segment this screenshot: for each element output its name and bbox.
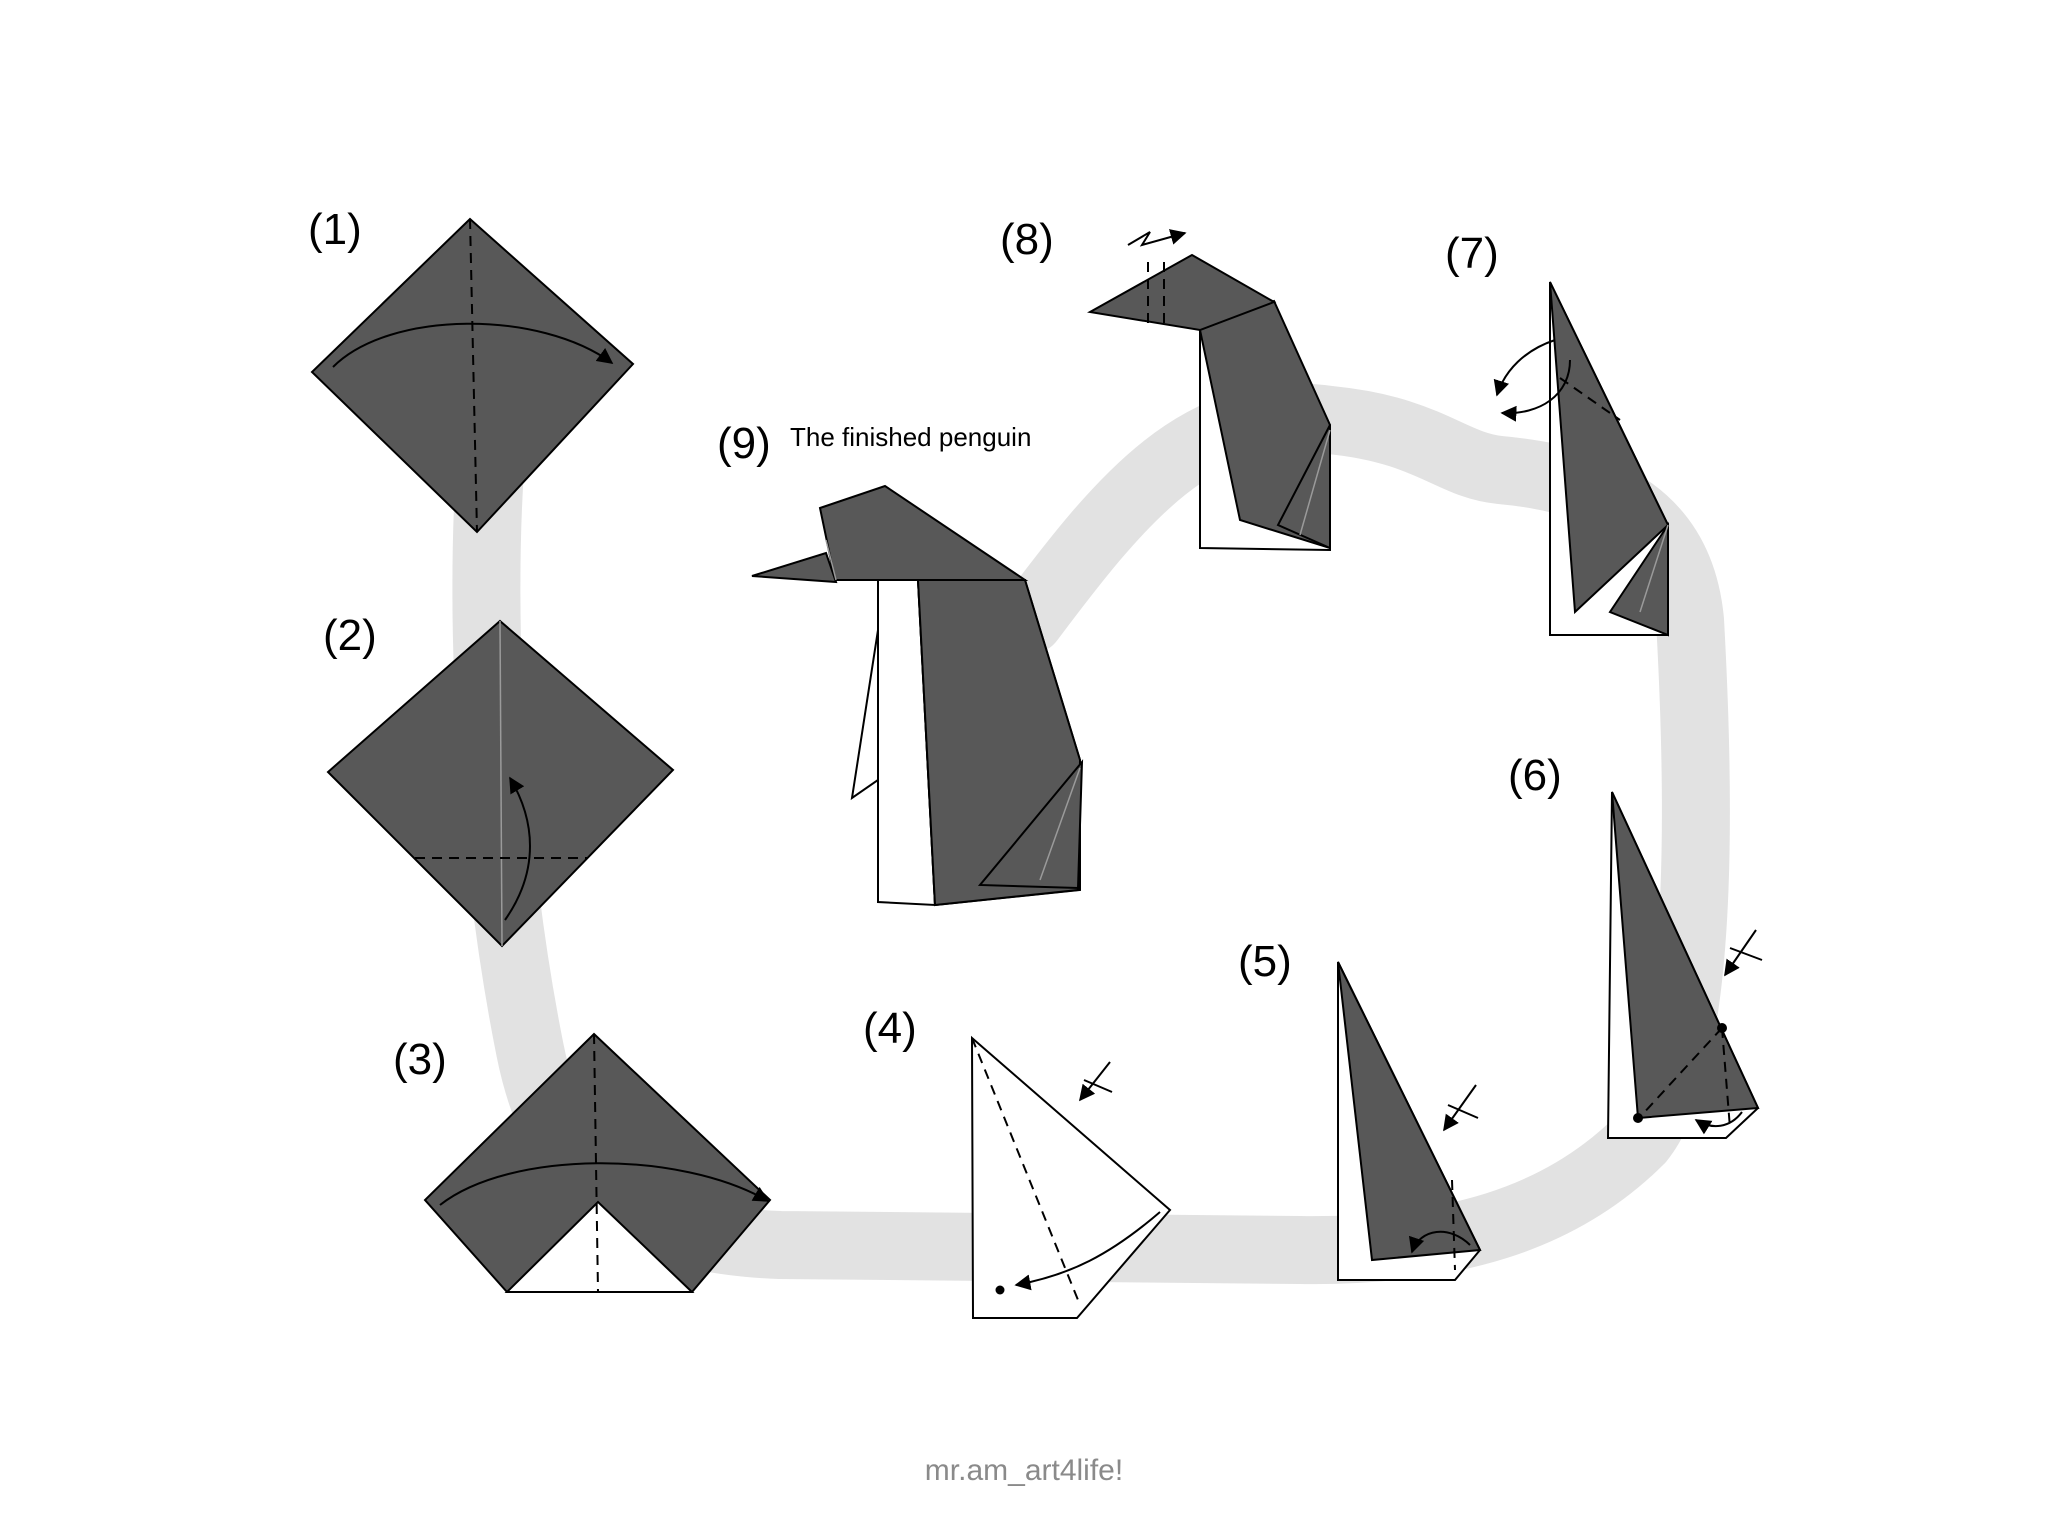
credit-text: mr.am_art4life! <box>925 1454 1123 1487</box>
step-4-fold-line <box>971 1037 1079 1301</box>
step-3: (3) <box>393 1032 772 1293</box>
step-9-label: (9) <box>717 419 771 468</box>
penguin-beak <box>751 551 838 584</box>
step-3-inner-flap <box>504 1200 695 1293</box>
step-7-fold-line <box>1559 377 1621 421</box>
penguin-foot <box>977 759 1084 890</box>
step-1-label: (1) <box>308 205 362 254</box>
penguin-head-crease <box>825 539 837 581</box>
step-5-label: (5) <box>1238 937 1292 986</box>
step-4-shape <box>970 1035 1172 1319</box>
step-2-fold-arrow <box>504 776 531 921</box>
step-9: (9) The finished penguin <box>717 419 1084 907</box>
step-6-front <box>1611 791 1760 1120</box>
penguin-head <box>818 484 1029 581</box>
step-6-flip-icon <box>1724 929 1763 977</box>
step-5-flip-icon <box>1443 1084 1479 1132</box>
step-3-fold-line <box>593 1033 599 1293</box>
step-8: (8) <box>1000 215 1331 552</box>
penguin-foot-crease <box>1039 767 1081 881</box>
step-8-foot <box>1276 424 1331 550</box>
step-7-front <box>1549 281 1670 615</box>
step-5: (5) <box>1238 937 1482 1281</box>
step-3-label: (3) <box>393 1035 447 1084</box>
step-8-label: (8) <box>1000 215 1054 264</box>
step-8-pleat-arrow <box>1127 229 1187 247</box>
penguin-left-flipper <box>850 629 879 801</box>
step-1-fold-line <box>469 218 478 533</box>
step-8-crease <box>1299 429 1331 536</box>
step-4-flip-icon <box>1079 1061 1113 1102</box>
step-3-fold-arrow <box>439 1162 770 1206</box>
step-6-fold-line-a <box>1639 1027 1723 1118</box>
step-6-dot-top <box>1717 1023 1727 1033</box>
step-5-fold-arrow <box>1408 1230 1471 1254</box>
step-4-label: (4) <box>863 1004 917 1053</box>
step-6-fold-arrow <box>1694 1111 1743 1135</box>
step-7-fold-arrow-a <box>1493 339 1556 397</box>
step-7: (7) <box>1445 229 1670 637</box>
step-5-front <box>1337 961 1482 1262</box>
step-4-target-dot <box>995 1285 1005 1295</box>
step-2-crease <box>499 620 503 947</box>
step-6: (6) <box>1508 751 1763 1139</box>
step-7-label: (7) <box>1445 229 1499 278</box>
step-4: (4) <box>863 1004 1172 1319</box>
step-2: (2) <box>323 611 675 948</box>
step-1: (1) <box>308 205 635 534</box>
step-1-fold-arrow <box>332 322 614 368</box>
step-6-dot-bottom <box>1633 1113 1643 1123</box>
step-4-fold-arrow <box>1014 1211 1161 1291</box>
step-6-label: (6) <box>1508 751 1562 800</box>
step-7-fold-arrow-b <box>1500 359 1571 422</box>
finished-penguin-caption: The finished penguin <box>790 422 1031 452</box>
step-5-fold-line <box>1451 1179 1456 1271</box>
step-2-label: (2) <box>323 611 377 660</box>
step-8-head <box>1087 253 1277 332</box>
step-7-foot <box>1608 521 1669 637</box>
step-7-crease <box>1639 524 1669 613</box>
